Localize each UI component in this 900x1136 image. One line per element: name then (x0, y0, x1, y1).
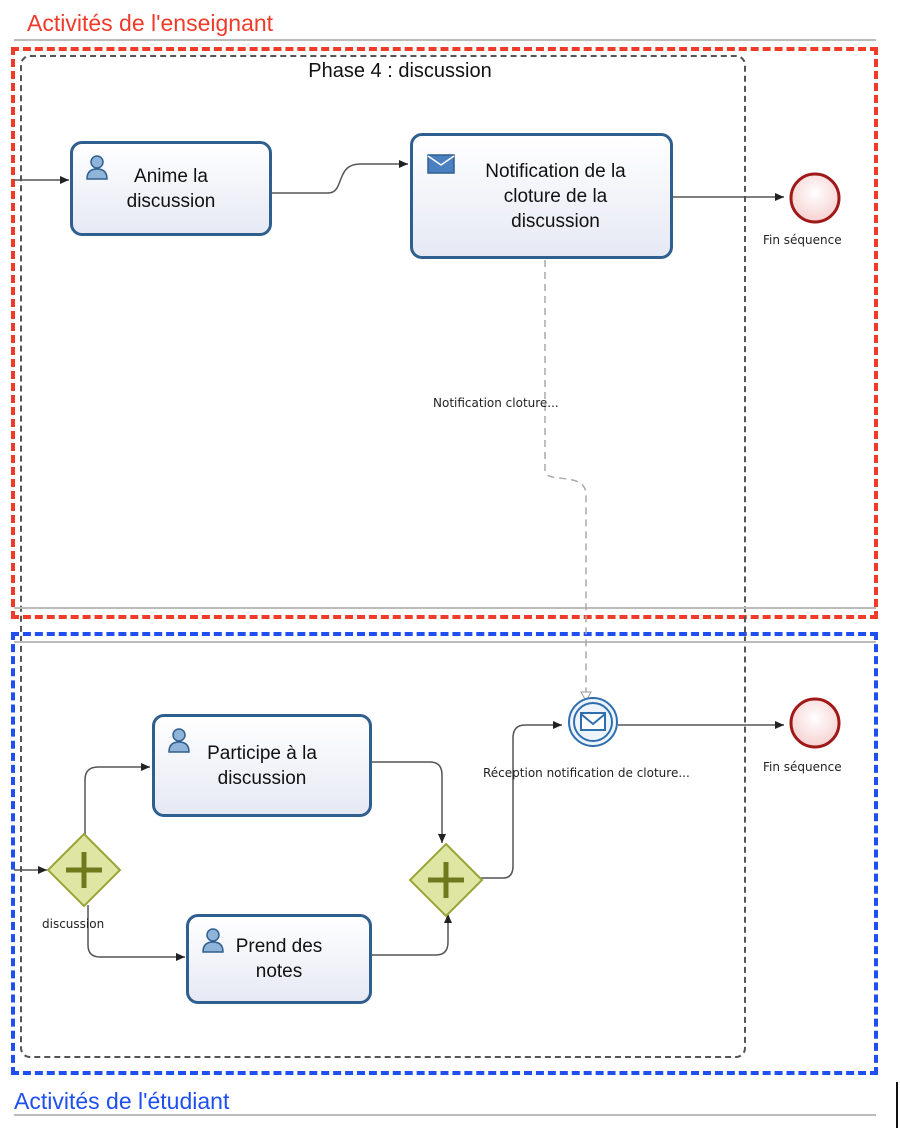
end-event-teacher-circle (789, 172, 841, 224)
task-prend-notes[interactable]: Prend des notes (186, 914, 372, 1004)
gateway-split-label: discussion (42, 917, 105, 931)
envelope-icon (427, 154, 455, 174)
text-cursor (896, 1082, 898, 1128)
phase-container[interactable] (20, 55, 746, 1058)
end-event-student-circle (789, 697, 841, 749)
message-flow-line (544, 260, 592, 703)
student-swimlane[interactable] (11, 632, 878, 1075)
message-catch-event-icon (568, 697, 618, 747)
message-catch-label: Réception notification de cloture... (483, 766, 690, 780)
flow-join-to-message (481, 721, 562, 879)
task-notification-label: Notification de la cloture de la discuss… (485, 160, 626, 232)
student-lane-title: Activités de l'étudiant (14, 1088, 230, 1114)
end-event-student-label: Fin séquence (763, 760, 842, 774)
task-notification-cloture[interactable]: Notification de la cloture de la discuss… (410, 133, 673, 259)
flow-split-to-participe (84, 763, 150, 835)
task-anime-discussion[interactable]: Anime la discussion (70, 141, 272, 236)
message-flow-label: Notification cloture... (433, 396, 559, 410)
phase-title: Phase 4 : discussion (308, 60, 492, 82)
task-participe-label: Participe à la discussion (207, 742, 317, 789)
task-participe-discussion[interactable]: Participe à la discussion (152, 714, 372, 817)
flow-split-to-prend (87, 905, 185, 961)
flow-participe-to-join (372, 761, 446, 843)
end-event-teacher-label: Fin séquence (763, 233, 842, 247)
parallel-gateway-split-icon (46, 832, 122, 908)
user-icon (86, 155, 108, 180)
user-icon (202, 928, 224, 953)
teacher-lane-title: Activités de l'enseignant (27, 10, 274, 36)
flow-anime-to-notification (272, 160, 408, 194)
flow-prend-to-join (372, 914, 452, 956)
user-icon (168, 728, 190, 753)
teacher-swimlane[interactable] (11, 47, 878, 619)
task-anime-label: Anime la discussion (126, 165, 216, 212)
parallel-gateway-join-icon (408, 842, 484, 918)
task-prend-label: Prend des notes (235, 936, 323, 982)
